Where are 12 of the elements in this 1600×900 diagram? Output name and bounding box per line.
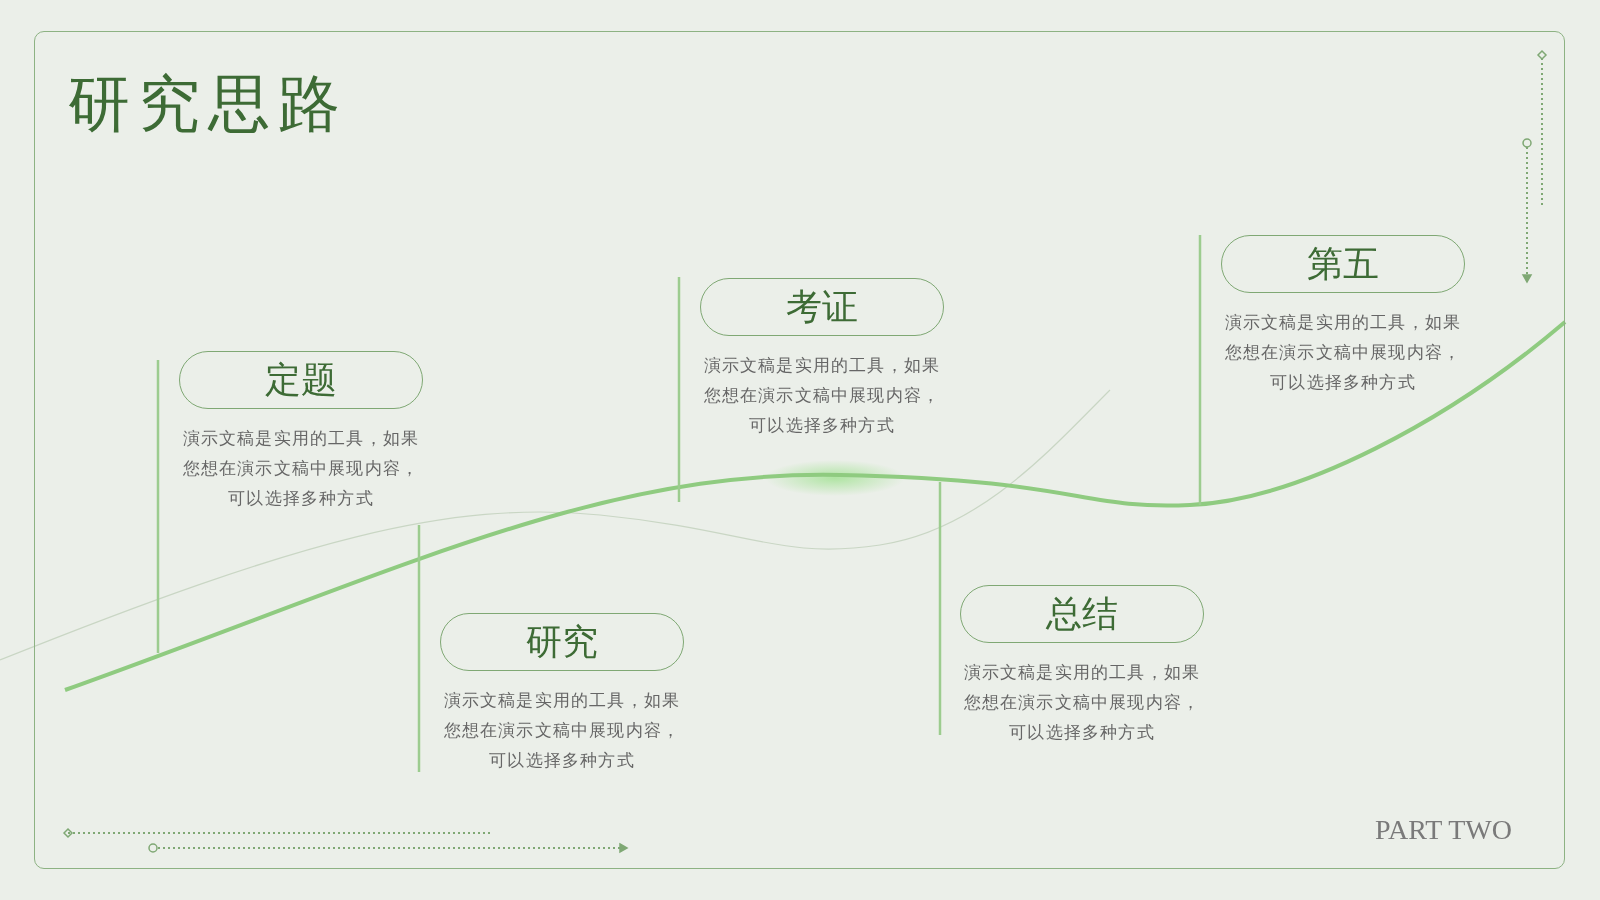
stage-heading-pill: 第五	[1221, 235, 1465, 293]
stage-description: 演示文稿是实用的工具，如果您想在演示文稿中展现内容，可以选择多种方式	[962, 661, 1202, 744]
stage-heading-pill: 定题	[179, 351, 423, 409]
stage-heading-pill: 考证	[700, 278, 944, 336]
stage-description: 演示文稿是实用的工具，如果您想在演示文稿中展现内容，可以选择多种方式	[181, 427, 421, 510]
section-label: PART TWO	[1374, 814, 1512, 846]
stage-description: 演示文稿是实用的工具，如果您想在演示文稿中展现内容，可以选择多种方式	[1223, 311, 1463, 394]
stage-description: 演示文稿是实用的工具，如果您想在演示文稿中展现内容，可以选择多种方式	[442, 689, 682, 772]
stage-heading-pill: 总结	[960, 585, 1204, 643]
stage-heading-pill: 研究	[440, 613, 684, 671]
stage-description: 演示文稿是实用的工具，如果您想在演示文稿中展现内容，可以选择多种方式	[702, 354, 942, 437]
slide-title: 研究思路	[68, 66, 348, 142]
